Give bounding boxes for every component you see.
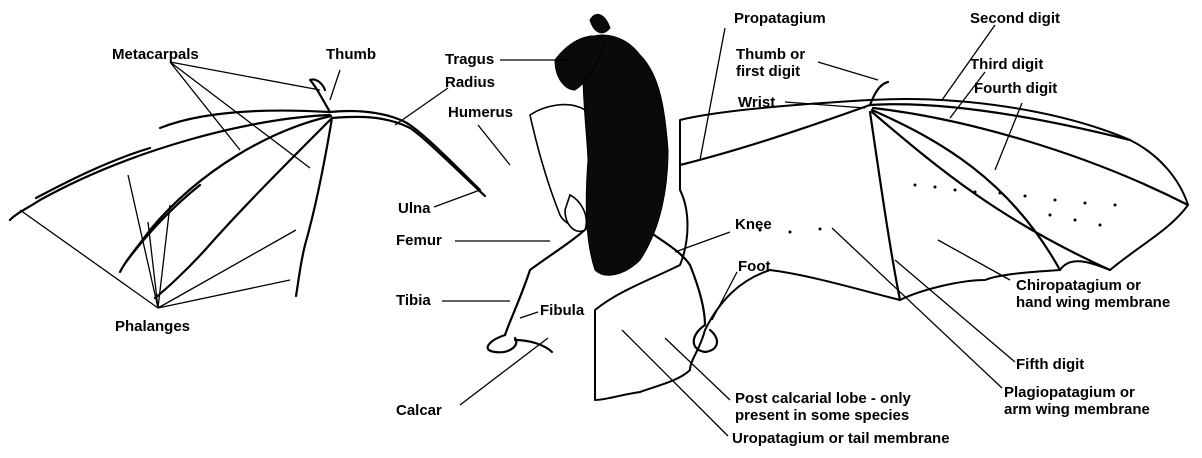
label-third-digit: Third digit <box>970 56 1043 73</box>
label-phalanges: Phalanges <box>115 318 190 335</box>
label-fifth-digit: Fifth digit <box>1016 356 1084 373</box>
label-second-digit: Second digit <box>970 10 1060 27</box>
label-line: arm wing membrane <box>1004 401 1150 418</box>
label-line: Plagiopatagium or <box>1004 384 1150 401</box>
label-foot: Foot <box>738 258 770 275</box>
label-line: Thumb or <box>736 46 805 63</box>
label-uropatagium: Uropatagium or tail membrane <box>732 430 950 447</box>
right-wing <box>595 82 1188 400</box>
label-fourth-digit: Fourth digit <box>974 80 1057 97</box>
label-line: present in some species <box>735 407 911 424</box>
label-propatagium: Propatagium <box>734 10 826 27</box>
label-wrist: Wrist <box>738 94 775 111</box>
label-post-calcarial-lobe: Post calcarial lobe - only present in so… <box>735 390 911 424</box>
label-knee: Knee <box>735 216 772 233</box>
label-humerus: Humerus <box>448 104 513 121</box>
label-calcar: Calcar <box>396 402 442 419</box>
label-thumb-or-first-digit: Thumb or first digit <box>736 46 805 80</box>
label-line: first digit <box>736 63 805 80</box>
bat-body <box>530 14 668 275</box>
label-metacarpals: Metacarpals <box>112 46 199 63</box>
label-line: hand wing membrane <box>1016 294 1170 311</box>
label-radius: Radius <box>445 74 495 91</box>
label-line: Chiropatagium or <box>1016 277 1170 294</box>
label-ulna: Ulna <box>398 200 431 217</box>
label-thumb: Thumb <box>326 46 376 63</box>
label-tragus: Tragus <box>445 51 494 68</box>
label-tibia: Tibia <box>396 292 431 309</box>
label-line: Post calcarial lobe - only <box>735 390 911 407</box>
label-plagiopatagium: Plagiopatagium or arm wing membrane <box>1004 384 1150 418</box>
label-chiropatagium: Chiropatagium or hand wing membrane <box>1016 277 1170 311</box>
label-femur: Femur <box>396 232 442 249</box>
label-fibula: Fibula <box>540 302 584 319</box>
